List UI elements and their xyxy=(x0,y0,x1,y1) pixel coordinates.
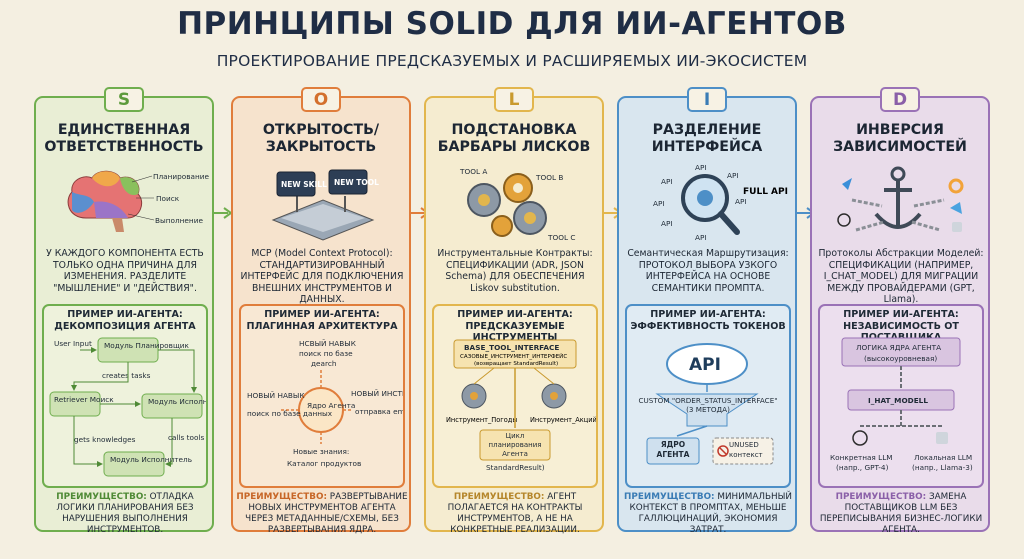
brain-label-planning: Планирование xyxy=(153,172,210,181)
benefit-text: ПРЕИМУЩЕСТВО: АГЕНТ ПОЛАГАЕТСЯ НА КОНТРА… xyxy=(447,492,583,535)
calls-tools-label: calls tools xyxy=(168,433,204,442)
full-api-label: FULL API xyxy=(743,187,788,197)
benefit-text: ПРЕИМУЩЕСТВО: ЗАМЕНА ПОСТАВЩИКОВ LLM БЕЗ… xyxy=(819,492,983,535)
principle-heading: ПОДСТАНОВКА БАРБАРЫ ЛИСКОВ xyxy=(437,122,591,155)
principle-heading: ОТКРЫТОСТЬ/ ЗАКРЫТОСТЬ xyxy=(262,122,380,155)
plugin-diagram: НСВЫЙ НАВЫК поиск по базе дearch Ядро Аг… xyxy=(247,339,403,468)
anchor-illustration xyxy=(837,166,964,232)
api-label-7: API xyxy=(735,197,747,206)
planning-loop-label: Цикл планирования Агента xyxy=(488,432,542,458)
new-tool-label: NEW TOOL xyxy=(334,178,379,187)
principle-description: Протоколы Абстракции Моделей: СПЕЦИФИКАЦ… xyxy=(818,248,984,305)
principle-heading: ЕДИНСТВЕННАЯ ОТВЕТСТВЕННОСТЬ xyxy=(44,122,204,155)
example-box: ПРИМЕР ИИ-АГЕНТА: ПРЕДСКАЗУЕМЫЕ ИНСТРУМЕ… xyxy=(432,304,598,488)
api-label-4: API xyxy=(653,199,665,208)
skill-2-title: НОВЫЙ НАВЫК xyxy=(247,391,305,400)
principle-description: Семантическая Маршрутизация: ПРОТОКОЛ ВЫ… xyxy=(627,248,789,294)
example-box: ПРИМЕР ИИ-АГЕНТА: НЕЗАВИСИМОСТЬ ОТ ПОСТА… xyxy=(818,304,984,488)
brain-label-execution: Выполнение xyxy=(155,216,203,225)
brain-illustration: Планирование Поиск Выполнение xyxy=(67,170,210,232)
principle-card-i: I РАЗДЕЛЕНИЕ ИНТЕРФЕЙСА API API API API … xyxy=(617,87,797,535)
example-box: ПРИМЕР ИИ-АГЕНТА: ПЛАГИННАЯ АРХИТЕКТУРА … xyxy=(239,304,405,488)
local-llm-label: Локальная LLM xyxy=(914,453,972,462)
decomposition-diagram: User Input Модуль Планировщик creates ta… xyxy=(49,337,206,477)
api-cloud-label: API xyxy=(689,355,721,375)
page-title: ПРИНЦИПЫ SOLID ДЛЯ ИИ-АГЕНТОВ xyxy=(177,6,847,42)
unused-context-label: UNUSED контекст xyxy=(729,441,763,459)
api-label-1: API xyxy=(661,177,673,186)
skill-1-extra: дearch xyxy=(311,359,336,368)
principle-description: У КАЖДОГО КОМПОНЕНТА ЕСТЬ ТОЛЬКО ОДНА ПР… xyxy=(46,248,204,294)
weather-tool-label: Инструмент_Погоды xyxy=(446,416,518,424)
agent-core-label: Ядро Агента xyxy=(307,401,355,410)
tool-a-label: TOOL A xyxy=(459,167,487,176)
letter-badge: S xyxy=(104,87,144,112)
gears-illustration: TOOL A TOOL B TOOL C xyxy=(459,167,575,242)
benefit-text: ПРЕИМУЩЕСТВО: РАЗВЕРТЫВАНИЕ НОВЫХ ИНСТРУ… xyxy=(236,492,408,535)
creates-tasks-label: creates tasks xyxy=(102,371,151,380)
stocks-tool-label: Инструмент_Акций xyxy=(530,416,596,424)
custom-interface-label: CUSTOM "ORDER_STATUS_INTERFACE" (3 МЕТОД… xyxy=(638,396,778,414)
letter-badge: D xyxy=(880,87,920,112)
brain-label-search: Поиск xyxy=(156,194,180,203)
api-label-6: API xyxy=(695,233,707,242)
letter-badge: I xyxy=(687,87,727,112)
skill-1-title: НСВЫЙ НАВЫК xyxy=(299,339,357,348)
page-subtitle: ПРОЕКТИРОВАНИЕ ПРЕДСКАЗУЕМЫХ И РАСШИРЯЕМ… xyxy=(216,52,808,70)
concrete-llm-sub: (напр., GPT-4) xyxy=(836,463,889,472)
base-interface-ru: САЗОВЫЕ_ИНСТРУМЕНТ_ИНТЕРФЕЙС xyxy=(460,353,567,360)
example-box: ПРИМЕР ИИ-АГЕНТА: ЭФФЕКТИВНОСТЬ ТОКЕНОВ … xyxy=(625,304,791,488)
knowledge-detail: Каталог продуктов xyxy=(287,459,361,468)
knowledge-title: Новые знания: xyxy=(293,447,349,456)
example-box: ПРИМЕР ИИ-АГЕНТА: ДЕКОМПОЗИЦИЯ АГЕНТА Us… xyxy=(42,304,208,488)
principle-card-s: S ЕДИНСТВЕННАЯ ОТВЕТСТВЕННОСТЬ Планирова… xyxy=(34,87,214,535)
new-skill-label: NEW SKILL xyxy=(281,180,327,189)
token-efficiency-diagram: API CUSTOM "ORDER_STATUS_INTERFACE" (3 М… xyxy=(638,343,778,465)
planner-module-label: Модуль Планировщик xyxy=(104,341,190,350)
principle-description: MCP (Model Context Protocol): СТАНДАРТИЗ… xyxy=(240,248,404,305)
interface-label: I_HAT_MODELL xyxy=(868,396,928,405)
core-logic-sub: (высокоуровневая) xyxy=(864,354,937,363)
tool-b-label: TOOL B xyxy=(535,173,563,182)
letter-badge: L xyxy=(494,87,534,112)
principle-card-d: D ИНВЕРСИЯ ЗАВИСИМОСТЕЙ Протоколы Абстра… xyxy=(810,87,990,535)
base-interface-label: BASE_TOOL_INTERFACE xyxy=(464,343,559,352)
principle-description: Инструментальные Контракты: СПЕЦИФИКАЦИИ… xyxy=(437,248,593,294)
gets-knowledge-label: gets knowledges xyxy=(74,435,136,444)
tool-title: НОВЫЙ ИНСТРУМЕНТ xyxy=(351,389,403,398)
benefit-text: ПРЕИМУЩЕСТВО: МИНИМАЛЬНЫЙ КОНТЕКСТ В ПРО… xyxy=(624,492,792,535)
executor-module-2-label: Модуль Исполнитель xyxy=(110,455,192,464)
skill-1-detail: поиск по базе xyxy=(299,349,353,358)
agent-core-label: ЯДРО АГЕНТА xyxy=(656,440,690,459)
example-title: ПРИМЕР ИИ-АГЕНТА: ПЛАГИННАЯ АРХИТЕКТУРА xyxy=(246,309,398,332)
principle-card-l: L ПОДСТАНОВКА БАРБАРЫ ЛИСКОВ TOOL A TOOL… xyxy=(424,87,604,535)
letter-badge: O xyxy=(301,87,341,112)
base-interface-return: (возвращает StandardResult) xyxy=(474,361,558,367)
concrete-llm-label: Конкретная LLM xyxy=(830,453,893,462)
principle-heading: ИНВЕРСИЯ ЗАВИСИМОСТЕЙ xyxy=(833,122,967,155)
principle-heading: РАЗДЕЛЕНИЕ ИНТЕРФЕЙСА xyxy=(651,122,763,155)
tool-contract-diagram: BASE_TOOL_INTERFACE САЗОВЫЕ_ИНСТРУМЕНТ_И… xyxy=(446,339,596,472)
example-title: ПРИМЕР ИИ-АГЕНТА: ПРЕДСКАЗУЕМЫЕ ИНСТРУМЕ… xyxy=(457,309,573,343)
api-label-5: API xyxy=(661,219,673,228)
example-title: ПРИМЕР ИИ-АГЕНТА: ДЕКОМПОЗИЦИЯ АГЕНТА xyxy=(54,309,196,332)
api-label-3: API xyxy=(727,171,739,180)
retriever-label: Retriever Моиск xyxy=(54,395,114,404)
standard-result-label: StandardResult) xyxy=(486,463,545,472)
principle-card-o: O ОТКРЫТОСТЬ/ ЗАКРЫТОСТЬ NEW SKILL NEW T… xyxy=(231,87,411,535)
user-input-label: User Input xyxy=(54,339,92,348)
tool-detail: отправка email xyxy=(355,407,403,416)
tool-c-label: TOOL C xyxy=(547,233,575,242)
api-label-2: API xyxy=(695,163,707,172)
local-llm-sub: (напр., Llama-3) xyxy=(912,463,973,472)
core-logic-label: ЛОГИКА ЯДРА АГЕНТА xyxy=(856,343,941,352)
executor-module-label: Модуль Исполнитель xyxy=(148,397,206,406)
example-title: ПРИМЕР ИИ-АГЕНТА: ЭФФЕКТИВНОСТЬ ТОКЕНОВ xyxy=(630,309,786,332)
benefit-text: ПРЕИМУЩЕСТВО: ОТЛАДКА ЛОГИКИ ПЛАНИРОВАНИ… xyxy=(56,492,194,535)
magnifier-illustration: API API API API API API API FULL API xyxy=(653,163,788,242)
skill-2-detail: поиск по базе данных xyxy=(247,409,333,418)
vendor-independence-diagram: ЛОГИКА ЯДРА АГЕНТА (высокоуровневая) I_H… xyxy=(830,337,973,472)
plugin-illustration: NEW SKILL NEW TOOL xyxy=(271,169,379,241)
